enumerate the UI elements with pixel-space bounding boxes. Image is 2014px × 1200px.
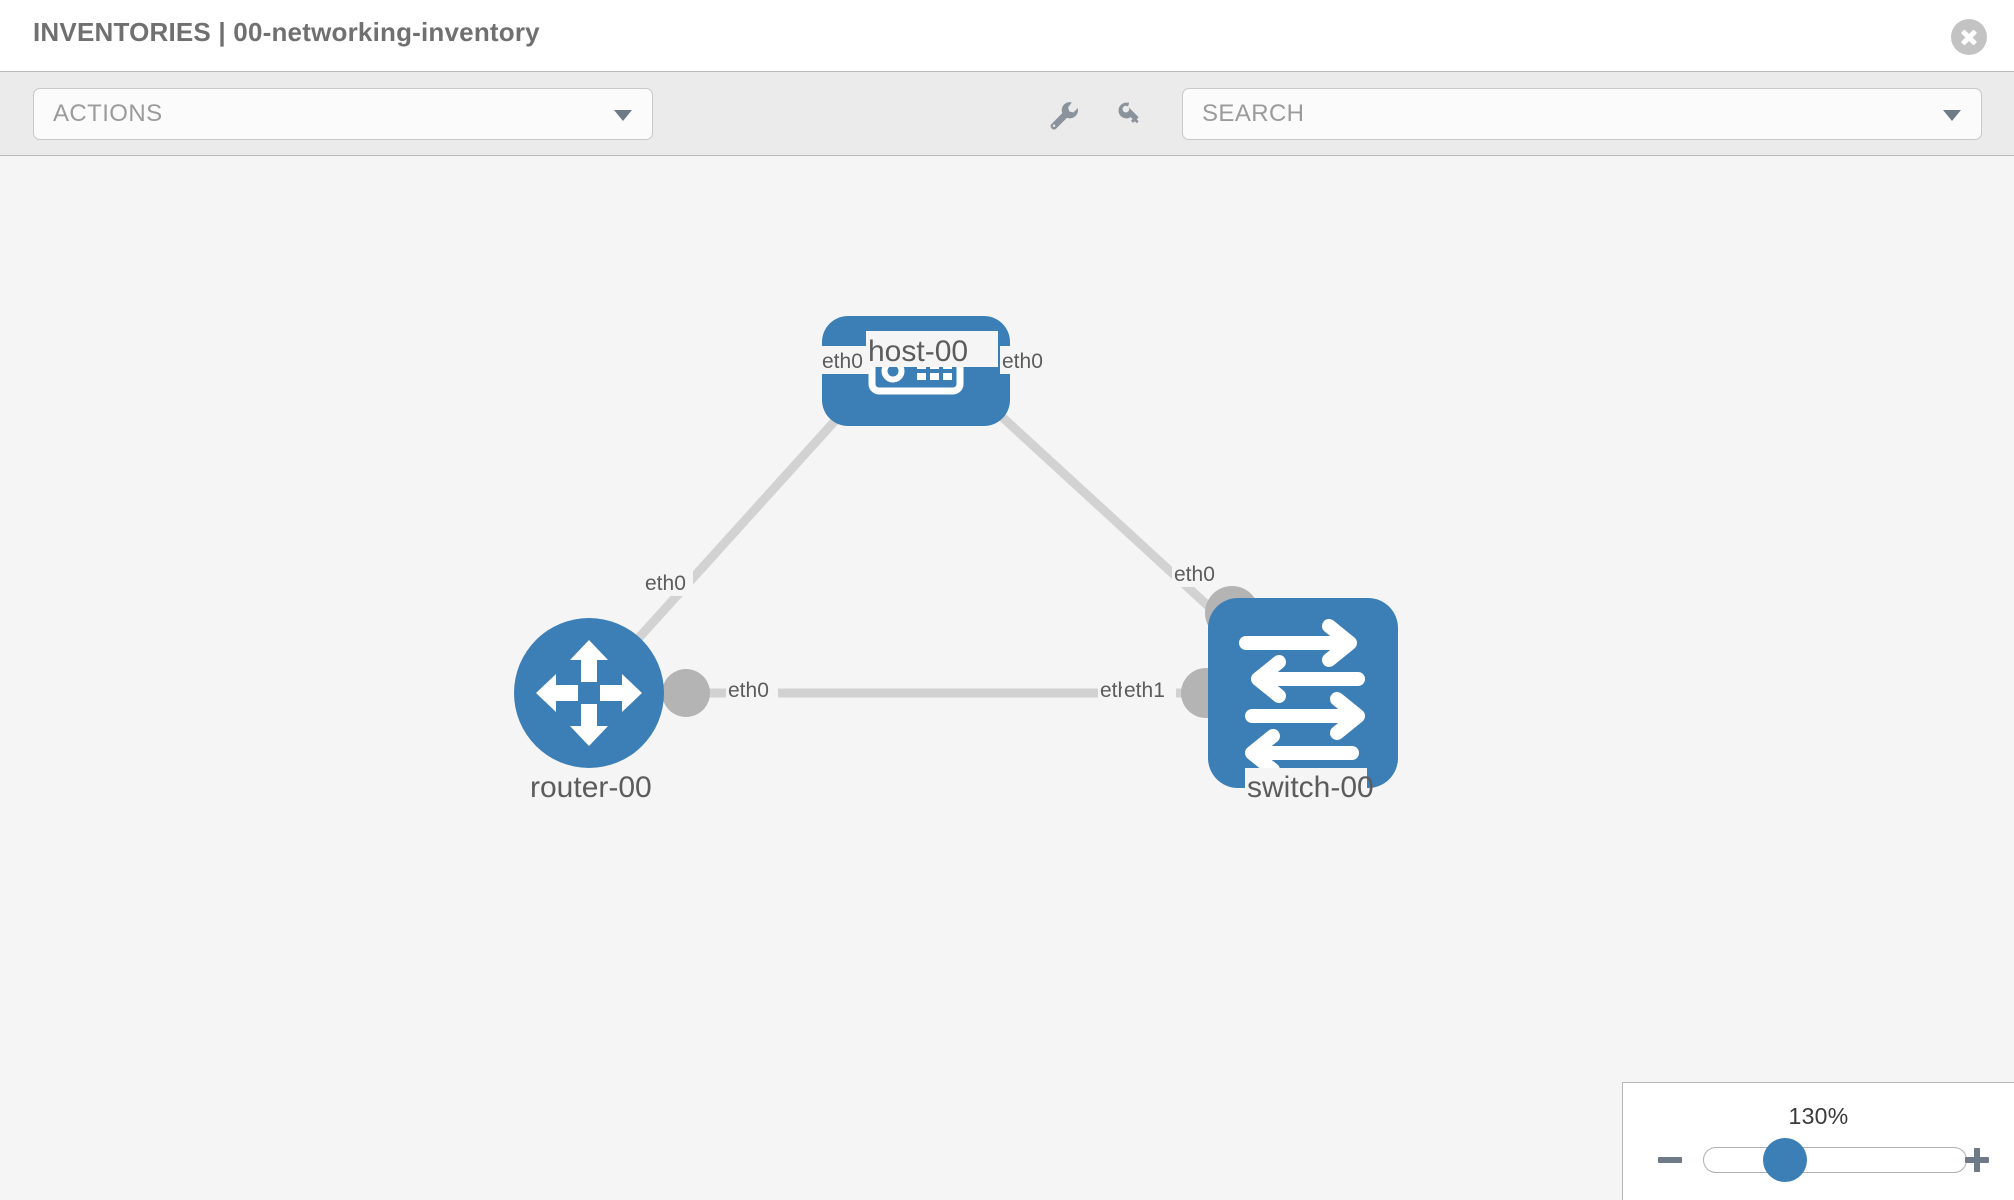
label-bg	[1245, 768, 1367, 802]
zoom-slider-track[interactable]	[1703, 1147, 1967, 1173]
label-bg	[1172, 559, 1222, 587]
interface-dot-router-eth0[interactable]	[662, 669, 710, 717]
node-switch-00[interactable]	[1208, 598, 1398, 788]
zoom-out-button[interactable]	[1655, 1145, 1685, 1175]
zoom-level-label: 130%	[1788, 1103, 1849, 1129]
search-input-placeholder[interactable]: SEARCH	[1202, 100, 1305, 127]
node-label-host-00: host-00	[868, 335, 968, 368]
label-bg	[1122, 675, 1176, 703]
label-bg	[866, 331, 998, 367]
page-title: INVENTORIES | 00-networking-inventory	[33, 17, 540, 47]
topology-graph[interactable]: eth0 host-00 eth0 eth0 eth0 eth0 eth	[0, 156, 2014, 1200]
label-bg	[1000, 346, 1050, 374]
toolbar: ACTIONS SEARCH	[0, 71, 2014, 156]
node-router-00[interactable]	[514, 618, 664, 768]
label-bg	[820, 346, 870, 374]
node-label-switch-00: switch-00	[1247, 771, 1374, 804]
chevron-down-icon	[1943, 110, 1961, 121]
interface-label-host-eth0-right: eth0	[1002, 350, 1043, 373]
router-arrows-icon	[536, 640, 642, 746]
topology-canvas[interactable]: eth0 host-00 eth0 eth0 eth0 eth0 eth	[0, 156, 2014, 1200]
wrench-icon[interactable]	[1046, 99, 1082, 133]
chevron-down-icon	[614, 110, 632, 121]
interface-label-host-eth0-left: eth0	[822, 350, 863, 373]
label-bg	[643, 568, 693, 596]
zoom-slider-thumb[interactable]	[1763, 1138, 1807, 1182]
label-bg	[726, 675, 778, 703]
search-dropdown[interactable]: SEARCH	[1182, 88, 1982, 140]
label-bg	[528, 768, 654, 802]
interface-label-router-eth0-east: eth0	[728, 679, 769, 702]
interface-label-switch-eth0-uplink: eth0	[1174, 563, 1215, 586]
label-layer: eth0 host-00 eth0 eth0 eth0 eth0 eth	[528, 331, 1374, 804]
node-label-router-00: router-00	[530, 771, 652, 804]
zoom-in-button[interactable]	[1962, 1145, 1992, 1175]
interface-label-router-eth0-uplink: eth0	[645, 572, 686, 595]
zoom-control-panel: 130%	[1622, 1082, 2014, 1200]
close-icon[interactable]	[1951, 19, 1987, 55]
actions-dropdown-label: ACTIONS	[53, 100, 163, 127]
key-icon[interactable]	[1112, 99, 1148, 133]
page-header: INVENTORIES | 00-networking-inventory	[0, 0, 2014, 71]
interface-label-switch-eth1: eth1	[1124, 679, 1165, 702]
switch-arrows-icon	[1239, 619, 1365, 777]
actions-dropdown[interactable]: ACTIONS	[33, 88, 653, 140]
interface-label-switch-eth-overlap: eth	[1100, 679, 1129, 702]
